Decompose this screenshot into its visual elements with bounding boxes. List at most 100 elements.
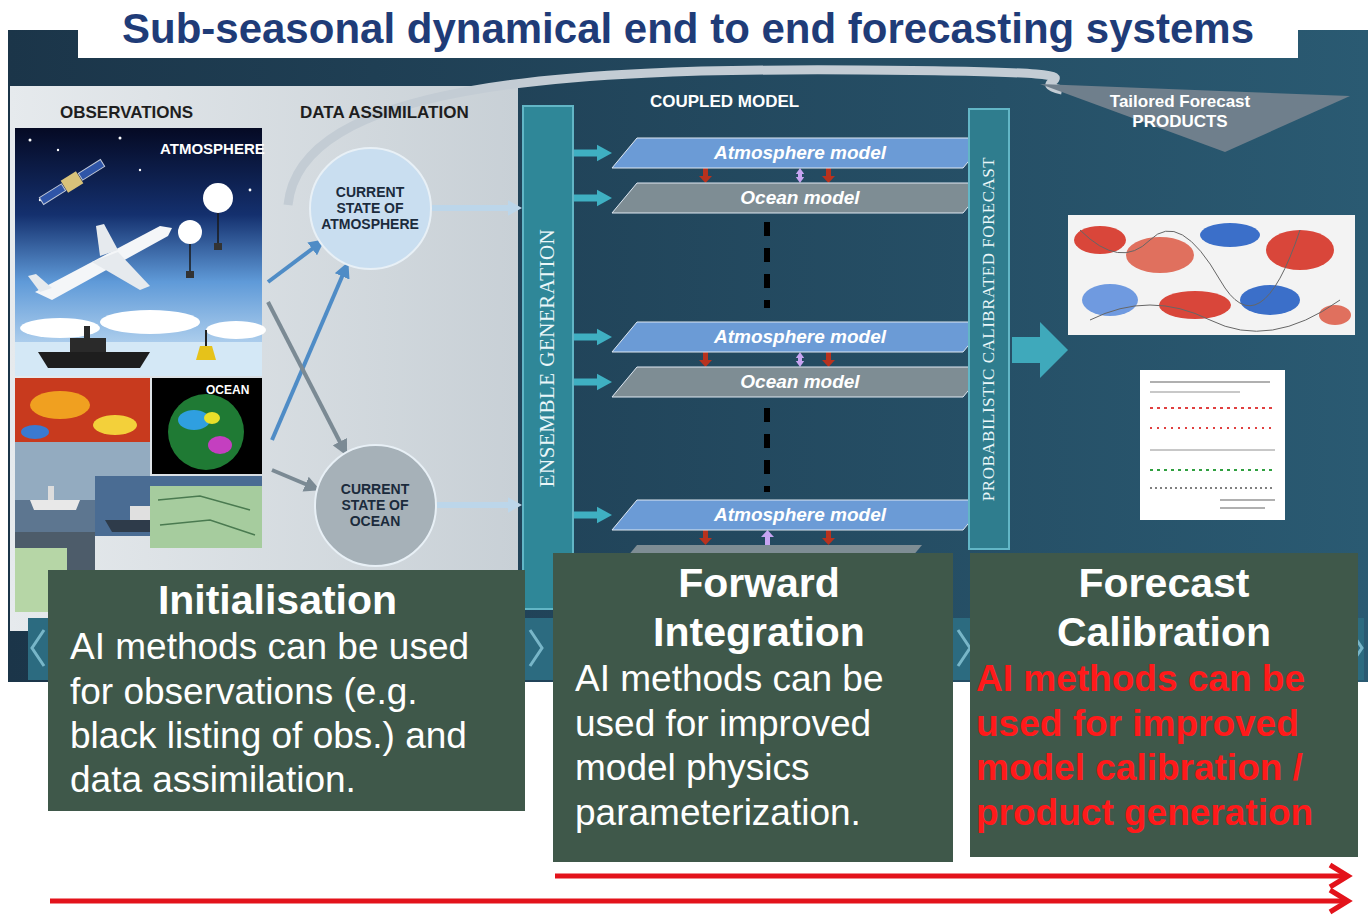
ocean-observations-collage-part	[15, 378, 150, 442]
state-text: CURRENT STATE OF ATMOSPHERE	[318, 184, 422, 232]
plane-text: Ocean model	[612, 183, 988, 213]
forecast-map-picture-part	[1068, 215, 1355, 335]
forecast-chart-picture	[1140, 370, 1285, 520]
coupling-arrows-part	[822, 176, 835, 183]
backdrop-panel-part	[10, 86, 518, 631]
connector-shaft	[574, 195, 599, 202]
callout-body: AI methods can be used for improved mode…	[575, 657, 943, 835]
ocean-observations-collage-part	[150, 486, 262, 548]
atmosphere-observations-picture-part	[205, 330, 207, 346]
ensemble-gaps-part	[764, 222, 770, 308]
plane-text: Atmosphere model	[612, 500, 988, 530]
coupling-arrows-part	[826, 168, 831, 176]
flow-connector	[796, 352, 804, 367]
connector-shaft	[432, 205, 510, 211]
arrow-head	[796, 168, 804, 174]
arrow-head	[597, 374, 612, 391]
section-heading: OBSERVATIONS	[60, 103, 193, 123]
atmosphere-observations-picture-part	[20, 318, 100, 338]
arrow-head	[508, 200, 522, 215]
callout-body: AI methods can be used for improved mode…	[976, 657, 1352, 835]
flow-connector	[574, 190, 612, 207]
arrow-head	[508, 497, 522, 512]
atmosphere-observations-picture-part	[57, 149, 59, 151]
atmosphere-observations-picture-part	[178, 220, 202, 244]
forecast-chart-picture-part	[1150, 381, 1270, 383]
flow-connector	[574, 507, 612, 524]
connector-shaft	[798, 357, 802, 361]
flow-connector	[574, 145, 612, 162]
picture-caption: ATMOSPHERE	[160, 140, 265, 158]
timeline-arrows-part	[555, 874, 1346, 879]
stage-callout: InitialisationAI methods can be used for…	[48, 570, 525, 811]
atmosphere-observations-picture-part	[96, 224, 118, 256]
title-bar-part	[78, 0, 1298, 58]
flow-connector	[796, 168, 804, 183]
coupling-arrows-part	[699, 360, 712, 367]
atmosphere-observations-picture-part	[100, 310, 200, 334]
ocean-observations-collage-part	[158, 496, 255, 535]
timeline-arrows	[50, 865, 1348, 912]
backdrop-panel-part	[8, 30, 1368, 682]
plane-fill	[612, 138, 988, 168]
flow-connector	[574, 374, 612, 391]
atmosphere-observations-picture-part	[92, 252, 150, 290]
section-heading: Tailored Forecast PRODUCTS	[1075, 92, 1285, 133]
connector-shaft	[574, 379, 599, 386]
ocean-observations-collage-part	[204, 412, 220, 424]
stage-callout: Forward IntegrationAI methods can be use…	[553, 553, 953, 862]
ocean-observations-collage-part	[93, 415, 137, 435]
atmosphere-observations-picture-part	[186, 271, 194, 278]
atmosphere-observations-picture-part	[206, 321, 266, 339]
atmosphere-observations-picture-part	[249, 189, 252, 192]
arrow-head	[597, 329, 612, 346]
forecast-chart-picture-part	[1150, 391, 1240, 393]
ocean-observations-collage-part	[152, 378, 262, 474]
plane-text: Atmosphere model	[612, 322, 988, 352]
stage-callout: Forecast CalibrationAI methods can be us…	[970, 553, 1358, 857]
arrow-head	[597, 145, 612, 162]
forecast-map-picture-part	[1319, 305, 1351, 325]
section-heading: DATA ASSIMILATION	[300, 103, 469, 123]
coupling-arrows	[699, 168, 835, 545]
connector-shaft	[574, 334, 599, 341]
forecast-map-picture-part	[1200, 223, 1260, 247]
flow-connector	[574, 329, 612, 346]
forecast-map-picture-part	[1240, 285, 1300, 315]
forecast-chart-picture-part	[1150, 427, 1275, 429]
curved-flow-arrow-part	[1040, 84, 1350, 152]
bar-text: ENSEMBLE GENERATION	[536, 228, 559, 487]
atmosphere-observations-picture-part	[28, 274, 52, 292]
atmosphere-observations-picture-part	[15, 342, 262, 376]
model-plane: Atmosphere model	[612, 500, 988, 530]
forecast-map-picture-part	[1159, 291, 1231, 319]
coupling-arrows-part	[699, 538, 712, 545]
model-plane: Atmosphere model	[612, 322, 988, 352]
forecast-chart-picture-part	[1140, 370, 1285, 520]
diagram-title: Sub-seasonal dynamical end to end foreca…	[78, 4, 1298, 54]
model-plane: Ocean model	[612, 183, 988, 213]
arrow-head	[796, 352, 804, 358]
atmosphere-observations-picture-part	[29, 139, 32, 142]
plane-fill	[612, 322, 988, 352]
atmosphere-observations-picture-part	[15, 128, 262, 376]
coupling-arrows-part	[761, 530, 774, 537]
plane-fill	[612, 183, 988, 213]
ocean-observations-collage-part	[30, 391, 90, 419]
timeline-arrows-part	[1330, 890, 1348, 912]
atmosphere-observations-picture-part	[84, 326, 90, 338]
stage-strip-part	[32, 630, 44, 666]
coupling-arrows-part	[703, 352, 708, 360]
ocean-observations-collage-part	[48, 486, 54, 500]
timeline-arrows-part	[1330, 865, 1348, 887]
model-plane: Ocean model	[612, 367, 988, 397]
atmosphere-observations-picture-part	[217, 213, 219, 244]
forecast-output-arrow	[1012, 322, 1068, 378]
atmosphere-observations-picture-part	[70, 338, 106, 352]
flow-connector	[432, 200, 523, 215]
forecast-map-picture	[1068, 215, 1355, 335]
arrow-head	[796, 177, 804, 183]
state-circle: CURRENT STATE OF OCEAN	[314, 444, 437, 567]
connector-shaft	[798, 173, 802, 177]
